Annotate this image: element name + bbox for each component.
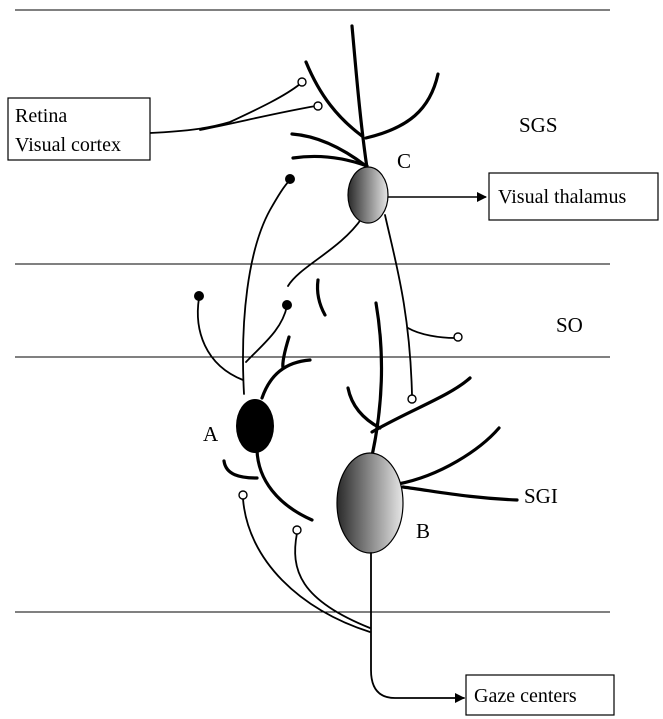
neuron-c-axon-descending xyxy=(288,215,462,403)
neuron-c-terminal-2 xyxy=(408,395,416,403)
neuron-a-terminal-so-right xyxy=(283,301,292,310)
gaze-axon xyxy=(371,553,464,698)
neuron-a-processes xyxy=(195,175,326,521)
neuron-a-terminal-sgs xyxy=(286,175,295,184)
neuron-a-terminal-so-left xyxy=(195,292,204,301)
neuron-a-soma xyxy=(236,399,274,453)
neuron-b-label: B xyxy=(416,519,430,543)
neuron-c-terminal-1 xyxy=(454,333,462,341)
lower-terminal-1 xyxy=(239,491,247,499)
input-fibers xyxy=(150,78,322,133)
neuron-b-soma xyxy=(337,453,403,553)
input-terminal-1 xyxy=(298,78,306,86)
neuron-c-dendrites xyxy=(292,26,438,168)
thalamus-box-text: Visual thalamus xyxy=(498,186,626,208)
gaze-box-text: Gaze centers xyxy=(474,685,577,707)
layer-label-so: SO xyxy=(556,313,583,337)
layer-label-sgs: SGS xyxy=(519,113,558,137)
neuron-c-label: C xyxy=(397,149,411,173)
lower-terminal-2 xyxy=(293,526,301,534)
input-box-line1: Retina xyxy=(15,105,67,127)
input-terminal-2 xyxy=(314,102,322,110)
neuron-a-label: A xyxy=(203,422,219,446)
neuron-c-soma xyxy=(348,167,388,223)
layer-label-sgi: SGI xyxy=(524,484,558,508)
input-box-line2: Visual cortex xyxy=(15,134,121,156)
